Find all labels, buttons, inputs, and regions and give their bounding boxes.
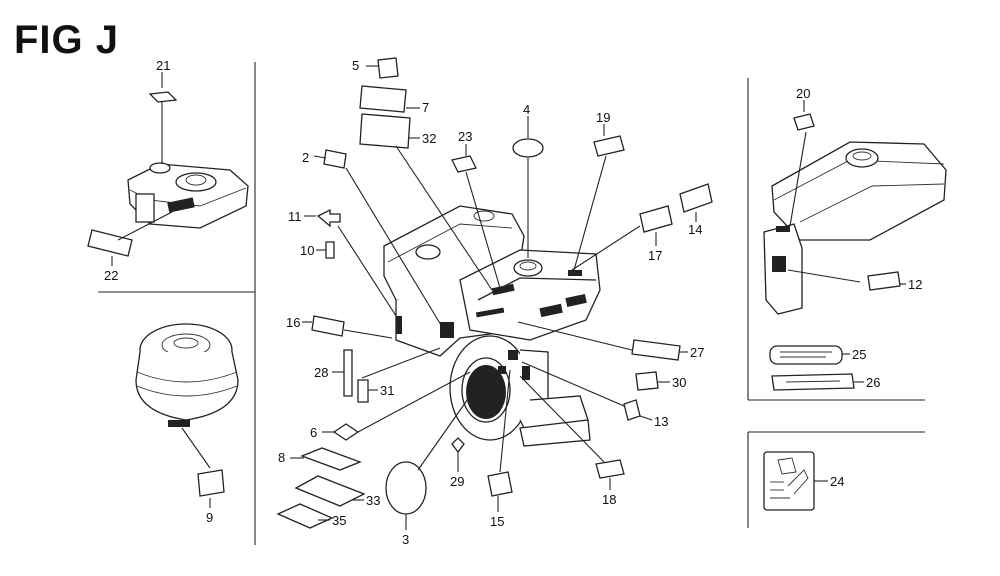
callout-24: 24 [830, 474, 844, 489]
callout-31: 31 [380, 383, 394, 398]
figure-title: FIG J [14, 18, 120, 62]
callout-35: 35 [332, 513, 346, 528]
fuel-tank-small [127, 162, 249, 229]
callout-10: 10 [300, 243, 314, 258]
callout-labels: 21 22 9 5 7 32 2 4 19 23 11 10 16 28 31 … [104, 58, 922, 547]
decal-2 [323, 149, 347, 169]
arrow-decal-11 [316, 208, 341, 228]
decal-21 [148, 91, 178, 103]
decal-35 [276, 503, 334, 529]
callout-13: 13 [654, 414, 668, 429]
decal-15 [487, 471, 513, 497]
callout-27: 27 [690, 345, 704, 360]
decal-8 [300, 447, 362, 471]
callout-29: 29 [450, 474, 464, 489]
callout-15: 15 [490, 514, 504, 529]
callout-11: 11 [288, 209, 302, 224]
callout-7: 7 [422, 100, 429, 115]
decal-17 [639, 205, 673, 233]
engine [383, 205, 601, 447]
decal-26 [771, 373, 855, 391]
callout-32: 32 [422, 131, 436, 146]
callout-30: 30 [672, 375, 686, 390]
callout-28: 28 [314, 365, 328, 380]
decal-28 [343, 349, 353, 397]
callout-16: 16 [286, 315, 300, 330]
panel-dividers [98, 62, 925, 545]
callout-19: 19 [596, 110, 610, 125]
decal-9 [197, 469, 225, 497]
callout-18: 18 [602, 492, 616, 507]
callout-20: 20 [796, 86, 810, 101]
callout-3: 3 [402, 532, 409, 547]
decal-29 [451, 437, 465, 454]
decal-14 [679, 183, 713, 213]
decal-32 [359, 113, 411, 149]
callout-6: 6 [310, 425, 317, 440]
decal-25 [769, 345, 843, 365]
decal-19 [593, 135, 625, 157]
decal-3 [385, 461, 427, 515]
fuel-tank-large [763, 141, 947, 315]
decal-4 [512, 138, 544, 158]
decal-31 [357, 379, 369, 403]
air-cleaner [135, 323, 239, 427]
decal-13 [623, 399, 641, 421]
decal-12 [867, 271, 901, 291]
decal-30 [635, 371, 659, 391]
callout-14: 14 [688, 222, 702, 237]
decal-5 [377, 57, 399, 79]
callout-4: 4 [523, 102, 530, 117]
decal-18 [595, 459, 625, 479]
decal-24 [763, 451, 815, 511]
decal-16 [311, 315, 345, 337]
callout-22: 22 [104, 268, 118, 283]
callout-5: 5 [352, 58, 359, 73]
callout-33: 33 [366, 493, 380, 508]
decal-20 [793, 113, 815, 131]
callout-12: 12 [908, 277, 922, 292]
callout-25: 25 [852, 347, 866, 362]
callout-9: 9 [206, 510, 213, 525]
decal-23 [451, 155, 477, 173]
decal-6 [332, 423, 360, 441]
callout-17: 17 [648, 248, 662, 263]
decal-33 [294, 475, 366, 507]
callout-26: 26 [866, 375, 880, 390]
decal-27 [631, 339, 681, 361]
decal-10 [325, 241, 335, 259]
decal-7 [359, 85, 407, 113]
callout-8: 8 [278, 450, 285, 465]
callout-21: 21 [156, 58, 170, 73]
decal-22 [87, 229, 133, 257]
callout-23: 23 [458, 129, 472, 144]
callout-2: 2 [302, 150, 309, 165]
